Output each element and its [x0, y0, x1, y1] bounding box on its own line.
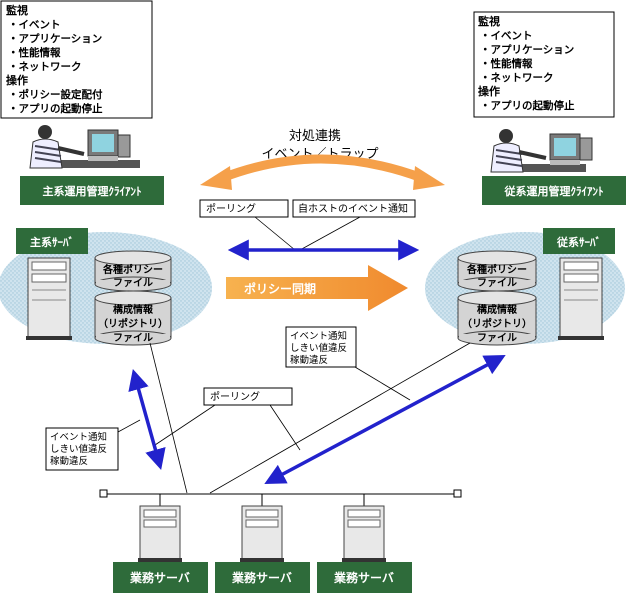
business-server-label: 業務サーバ: [231, 570, 292, 585]
secondary-policy-db-icon: [457, 250, 537, 292]
left-monitor-item: ・性能情報: [8, 46, 61, 59]
host-event-notice-label: 自ホストのイベント通知: [298, 202, 408, 215]
primary-client-label-box: [20, 176, 164, 205]
secondary-config-db-line3: ファイル: [477, 332, 517, 344]
left-operation-item: ・アプリの起動停止: [8, 102, 103, 115]
left-monitor-heading: 監視: [6, 3, 28, 17]
secondary-server-label-box: [543, 228, 615, 254]
event-notice-right-leader: [354, 366, 411, 401]
secondary-policy-db-line2: ファイル: [477, 277, 517, 289]
business-server-label: 業務サーバ: [333, 570, 394, 585]
secondary-server-label: 従系ｻｰﾊﾞ: [556, 235, 601, 249]
left-operation-item: ・ポリシー設定配付: [8, 88, 103, 101]
right-info-panel: [473, 11, 615, 118]
left-monitor-item: ・アプリケーション: [8, 32, 102, 45]
primary-client-label: 主系運用管理ｸﾗｲｱﾝﾄ: [43, 184, 142, 198]
event-trap-curved-arrow: [200, 154, 445, 190]
event-notice-left-line3: 稼動違反: [50, 455, 88, 467]
polling-bottom-label: ポーリング: [210, 390, 260, 403]
lan-terminator-left: [99, 489, 108, 498]
lan-terminator-right: [453, 489, 462, 498]
primary-policy-db-icon: [94, 250, 172, 292]
primary-server-label: 主系ｻｰﾊﾞ: [30, 235, 74, 249]
event-notice-left-line1: イベント通知: [50, 431, 107, 443]
polling-bottom-leader-left: [154, 404, 216, 446]
policy-sync-label: ポリシー同期: [244, 281, 316, 296]
business-server-label-box: [317, 562, 412, 593]
primary-server-tower-icon: [26, 257, 72, 340]
left-monitor-item: ・ネットワーク: [8, 61, 82, 73]
event-notice-left-line2: しきい値違反: [50, 443, 107, 455]
right-operation-heading: 操作: [478, 84, 500, 98]
left-info-panel: [0, 0, 153, 119]
event-notice-left-leader: [117, 419, 141, 433]
event-notice-right-line1: イベント通知: [290, 330, 347, 342]
right-monitor-item: ・性能情報: [480, 57, 533, 70]
primary-config-db-line1: 構成情報: [113, 303, 154, 316]
secondary-server-tower-icon: [558, 257, 604, 340]
business-server-icon: [240, 494, 284, 562]
primary-to-lan-line: [149, 342, 188, 494]
polling-bottom-box: [203, 387, 293, 406]
business-server-label-box: [113, 562, 208, 593]
polling-top-label: ポーリング: [206, 202, 256, 215]
event-notice-right-line2: しきい値違反: [290, 342, 347, 354]
business-server-icon: [342, 494, 386, 562]
business-server-label-box: [215, 562, 310, 593]
right-monitor-item: ・アプリケーション: [480, 43, 574, 56]
secondary-client-label: 従系運用管理ｸﾗｲｱﾝﾄ: [504, 184, 604, 198]
secondary-config-db-line2: （リポジトリ）: [462, 317, 532, 330]
secondary-operator-workstation-icon: [490, 129, 593, 173]
polling-bottom-leader-right: [269, 404, 301, 451]
host-event-notice-box: [292, 199, 416, 218]
primary-config-db-icon: [94, 290, 172, 346]
primary-server-label-box: [16, 228, 88, 254]
secondary-config-db-line1: 構成情報: [477, 303, 518, 316]
polling-top-leader: [254, 216, 296, 251]
policy-sync-arrow: [226, 265, 408, 311]
secondary-event-blue-arrow: [264, 355, 506, 484]
secondary-config-db-icon: [457, 290, 537, 346]
secondary-client-label-box: [482, 176, 626, 205]
right-operation-item: ・アプリの起動停止: [480, 99, 575, 112]
primary-config-db-line2: （リポジトリ）: [98, 317, 168, 330]
left-monitor-item: ・イベント: [8, 19, 61, 31]
event-notice-left-box: [45, 427, 119, 471]
primary-event-blue-arrow: [128, 368, 166, 471]
secondary-policy-db-line1: 各種ポリシー: [466, 263, 527, 276]
coordination-title: 対処連携: [289, 128, 341, 144]
right-monitor-item: ・ネットワーク: [480, 72, 554, 84]
right-monitor-item: ・イベント: [480, 30, 533, 42]
primary-policy-db-line1: 各種ポリシー: [102, 263, 163, 276]
left-operation-heading: 操作: [6, 73, 28, 87]
primary-config-db-line3: ファイル: [113, 332, 153, 344]
primary-operator-workstation-icon: [29, 125, 140, 169]
business-server-label: 業務サーバ: [129, 570, 190, 585]
polling-top-box: [199, 199, 289, 218]
event-notice-right-line3: 稼動違反: [290, 354, 328, 366]
primary-policy-db-line2: ファイル: [113, 277, 153, 289]
right-monitor-heading: 監視: [478, 14, 500, 28]
host-event-leader: [299, 216, 361, 251]
business-server-icon: [138, 494, 182, 562]
